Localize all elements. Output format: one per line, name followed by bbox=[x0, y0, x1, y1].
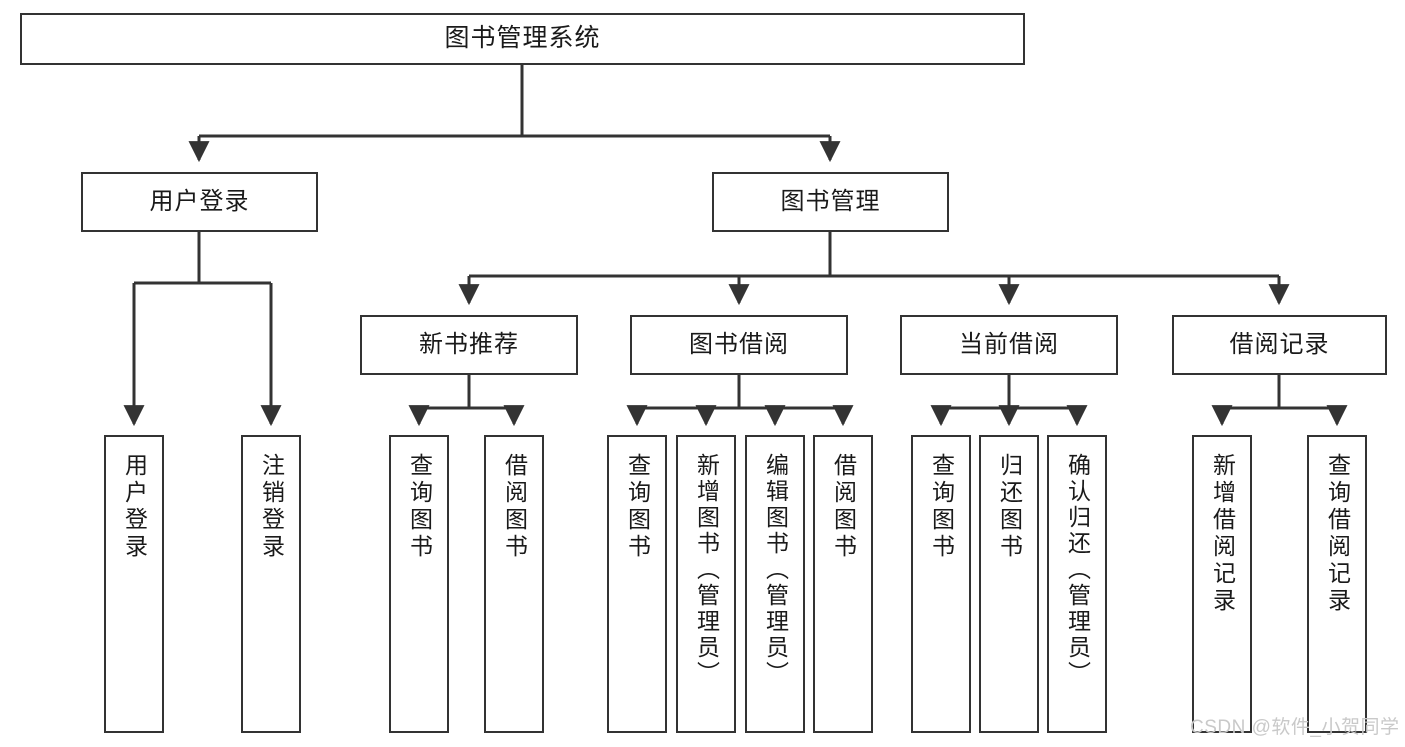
node-label: 图书借阅 bbox=[689, 330, 789, 358]
node-label: 用户登录 bbox=[121, 453, 148, 561]
node-borrow-record[interactable]: 借阅记录 bbox=[1172, 315, 1387, 375]
leaf-edit-book[interactable]: 编辑图书（管理员） bbox=[745, 435, 805, 733]
node-root-system[interactable]: 图书管理系统 bbox=[20, 13, 1025, 65]
leaf-borrow-book-2[interactable]: 借阅图书 bbox=[813, 435, 873, 733]
node-label: 查询图书 bbox=[928, 453, 955, 561]
leaf-add-record[interactable]: 新增借阅记录 bbox=[1192, 435, 1252, 733]
leaf-user-login[interactable]: 用户登录 bbox=[104, 435, 164, 733]
node-book-borrow[interactable]: 图书借阅 bbox=[630, 315, 848, 375]
node-label: 当前借阅 bbox=[959, 330, 1059, 358]
node-label: 借阅记录 bbox=[1229, 330, 1330, 358]
leaf-confirm-return[interactable]: 确认归还（管理员） bbox=[1047, 435, 1107, 733]
node-label: 查询借阅记录 bbox=[1324, 453, 1351, 615]
node-label: 图书管理系统 bbox=[444, 24, 601, 53]
watermark-text: CSDN @软件_小贺同学 bbox=[1190, 717, 1400, 738]
node-new-book-recommend[interactable]: 新书推荐 bbox=[360, 315, 578, 375]
leaf-query-book-2[interactable]: 查询图书 bbox=[607, 435, 667, 733]
leaf-logout[interactable]: 注销登录 bbox=[241, 435, 301, 733]
node-label: 借阅图书 bbox=[830, 453, 857, 561]
node-current-borrow[interactable]: 当前借阅 bbox=[900, 315, 1118, 375]
leaf-return-book[interactable]: 归还图书 bbox=[979, 435, 1039, 733]
node-label: 查询图书 bbox=[624, 453, 651, 561]
node-label: 归还图书 bbox=[996, 453, 1023, 561]
node-label: 新书推荐 bbox=[419, 330, 519, 358]
leaf-query-record[interactable]: 查询借阅记录 bbox=[1307, 435, 1367, 733]
leaf-query-book-3[interactable]: 查询图书 bbox=[911, 435, 971, 733]
node-label: 注销登录 bbox=[258, 453, 285, 561]
leaf-add-book[interactable]: 新增图书（管理员） bbox=[676, 435, 736, 733]
node-label: 确认归还（管理员） bbox=[1064, 453, 1091, 687]
leaf-query-book-1[interactable]: 查询图书 bbox=[389, 435, 449, 733]
node-label: 查询图书 bbox=[406, 453, 433, 561]
node-label: 新增图书（管理员） bbox=[693, 453, 720, 687]
node-label: 编辑图书（管理员） bbox=[762, 453, 789, 687]
node-label: 新增借阅记录 bbox=[1209, 453, 1236, 615]
leaf-borrow-book-1[interactable]: 借阅图书 bbox=[484, 435, 544, 733]
node-book-management[interactable]: 图书管理 bbox=[712, 172, 949, 232]
node-user-login[interactable]: 用户登录 bbox=[81, 172, 318, 232]
node-label: 借阅图书 bbox=[501, 453, 528, 561]
node-label: 图书管理 bbox=[780, 187, 881, 215]
node-label: 用户登录 bbox=[149, 187, 250, 215]
